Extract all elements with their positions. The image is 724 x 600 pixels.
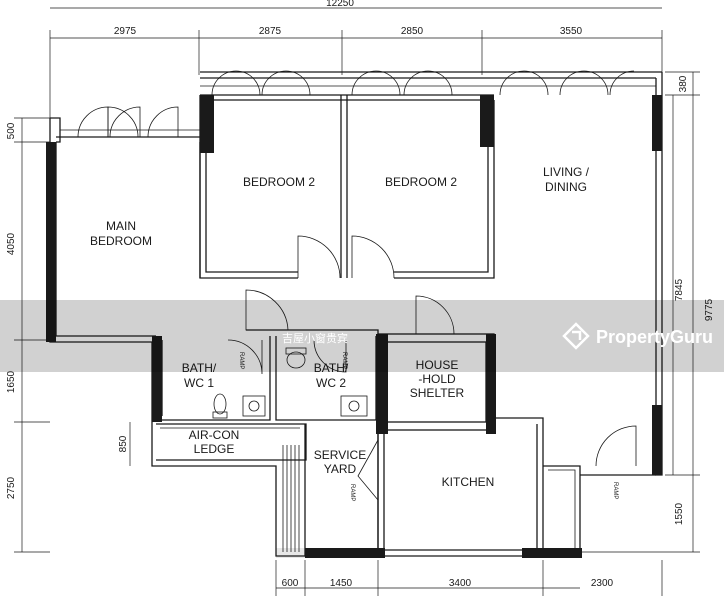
label-service-yard-1: SERVICE <box>314 448 366 462</box>
label-main-bedroom-1: MAIN <box>106 219 136 233</box>
dim-right-bottom: 1550 <box>674 502 685 525</box>
room-labels: MAIN BEDROOM BEDROOM 2 BEDROOM 2 LIVING … <box>90 165 590 489</box>
watermark-band <box>0 300 724 372</box>
ramp-label-1: RAMP <box>238 352 244 369</box>
dim-top-3: 2850 <box>401 26 424 37</box>
ramp-label-2: RAMP <box>341 352 347 369</box>
dim-left-4: 850 <box>118 435 129 452</box>
watermark-overlay-text: 吉屋小窗贵宾 <box>282 331 348 345</box>
dim-right-inner: 7845 <box>674 278 685 301</box>
dim-left-2: 4050 <box>6 232 17 255</box>
label-aircon-ledge-1: AIR-CON <box>189 428 240 442</box>
dim-top-1: 2975 <box>114 26 137 37</box>
columns <box>46 95 662 558</box>
label-bedroom-2b: BEDROOM 2 <box>385 175 457 189</box>
label-bath-wc1-2: WC 1 <box>184 376 214 390</box>
label-main-bedroom-2: BEDROOM <box>90 234 152 248</box>
label-shelter-3: SHELTER <box>410 386 465 400</box>
label-living-dining-2: DINING <box>545 180 587 194</box>
dim-bottom-4: 2300 <box>591 578 614 589</box>
dim-left-1: 500 <box>6 122 17 139</box>
dim-top-4: 3550 <box>560 26 583 37</box>
label-bedroom-2a: BEDROOM 2 <box>243 175 315 189</box>
watermark-brand: PropertyGuru <box>596 327 713 347</box>
dim-right-offset: 380 <box>678 75 689 92</box>
dim-left-3: 1650 <box>6 370 17 393</box>
label-kitchen: KITCHEN <box>442 475 495 489</box>
label-living-dining-1: LIVING / <box>543 165 590 179</box>
dim-right-outer: 9775 <box>704 298 715 321</box>
dim-bottom-2: 1450 <box>330 578 353 589</box>
label-bath-wc2-1: BATH/ <box>314 361 349 375</box>
doors <box>227 235 637 501</box>
watermark: PropertyGuru 吉屋小窗贵宾 <box>0 300 724 372</box>
ramp-label-4: RAMP <box>612 482 618 499</box>
fixtures <box>212 347 368 552</box>
dim-top-2: 2875 <box>259 26 282 37</box>
window-main-bedroom <box>47 195 54 290</box>
label-aircon-ledge-2: LEDGE <box>194 442 235 456</box>
dim-left-5: 2750 <box>6 476 17 499</box>
label-shelter-1: HOUSE <box>416 358 459 372</box>
bay-window-arcs <box>60 70 656 138</box>
dim-overall-width: 12250 <box>326 0 354 9</box>
label-bath-wc2-2: WC 2 <box>316 376 346 390</box>
label-service-yard-2: YARD <box>324 462 357 476</box>
label-shelter-2: -HOLD <box>418 372 456 386</box>
label-bath-wc1-1: BATH/ <box>182 361 217 375</box>
propertyguru-logo-icon <box>562 322 590 350</box>
dim-bottom-3: 3400 <box>449 578 472 589</box>
dim-bottom-1: 600 <box>282 578 299 589</box>
dimension-lines: 12250 2975 2875 2850 3550 380 7845 9775 … <box>6 0 715 596</box>
ramp-label-3: RAMP <box>349 484 355 501</box>
